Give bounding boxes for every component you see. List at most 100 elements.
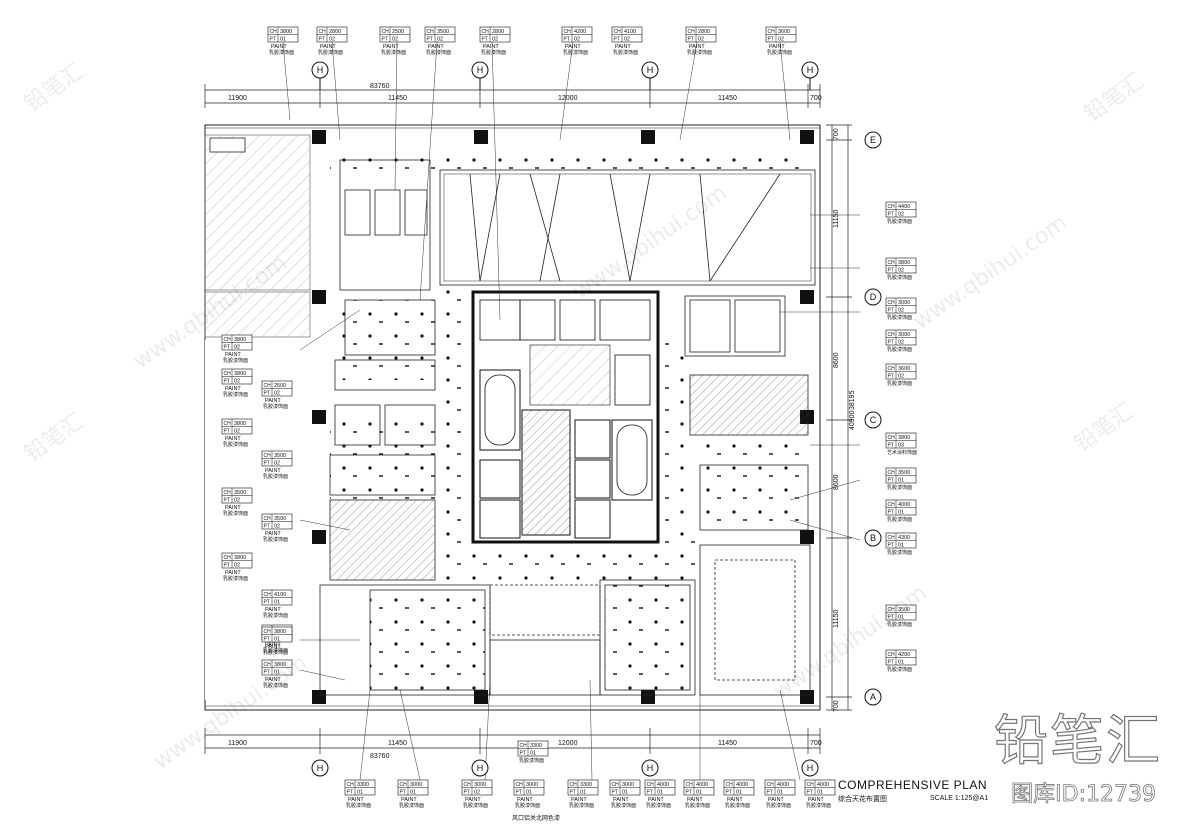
tag-field-label: CH [224, 337, 232, 343]
tag-paint-code: 02 [778, 37, 784, 43]
tag-finish: PAINT [271, 44, 287, 50]
tag-field-label: CH [270, 29, 278, 35]
dim-span-top: 11900 [228, 95, 247, 102]
grid-axis-bottom-labels: H H H H [317, 763, 814, 773]
tag-finish: PAINT [348, 797, 364, 803]
tag-field-label: CH [807, 782, 815, 788]
tag-field-label: CH [888, 204, 896, 210]
tag-ceiling-height: 2800 [492, 29, 504, 35]
dim-span-bottom: 12000 [558, 740, 578, 747]
tag-ceiling-height: 4000 [696, 782, 708, 788]
tag-finish-cn: 乳胶漆饰面 [887, 516, 912, 523]
tag-paint-code: 01 [526, 790, 532, 796]
tag-field-label: CH [482, 29, 490, 35]
tag-field-label: CH [888, 652, 896, 658]
tag-finish-cn: 乳胶漆饰面 [269, 49, 294, 56]
grid-label-top: H [477, 65, 484, 75]
grid-label-bottom: H [317, 763, 324, 773]
tag-field-label: CH [888, 435, 896, 441]
tag-finish-cn: 乳胶漆饰面 [399, 802, 424, 809]
rooms-bottom [319, 579, 696, 696]
tag-field-label: PT [688, 37, 694, 43]
tag-field-label: PT [888, 543, 894, 549]
tag-paint-code: 02 [898, 374, 904, 380]
tag-finish-cn: 乳胶漆饰面 [519, 757, 544, 764]
tag-finish: PAINT [615, 44, 631, 50]
tag-paint-code: 02 [437, 37, 443, 43]
tag-ceiling-height: 3300 [357, 782, 369, 788]
dim-sub-right: 38195 [849, 390, 856, 410]
tag-ceiling-height: 3500 [898, 607, 910, 613]
tag-finish: PAINT [687, 797, 703, 803]
tag-finish-cn: 乳胶漆饰面 [481, 49, 506, 56]
tag-field-label: CH [319, 29, 327, 35]
tag-field-label: CH [888, 502, 896, 508]
tag-field-label: PT [270, 37, 276, 43]
tag-finish-cn: 乳胶漆饰面 [887, 666, 912, 673]
tag-finish-cn: 乳胶漆饰面 [263, 536, 288, 543]
dim-span-top: 12000 [558, 95, 578, 102]
dim-span-top: 11450 [388, 95, 407, 102]
tag-paint-code: 01 [736, 790, 742, 796]
tag-field-label: PT [224, 498, 230, 504]
tag-paint-code: 02 [234, 498, 240, 504]
tag-finish-cn: 乳胶漆饰面 [346, 802, 371, 809]
tag-paint-code: 01 [274, 600, 280, 606]
tag-field-label: PT [888, 615, 894, 621]
tag-field-label: PT [264, 391, 270, 397]
tag-finish: PAINT [465, 797, 481, 803]
tag-finish-cn: 乳胶漆饰面 [223, 357, 248, 364]
tag-field-label: CH [264, 516, 272, 522]
watermark-brand-large: 铅笔汇 [993, 708, 1162, 772]
tag-finish: PAINT [265, 531, 281, 537]
tag-field-label: CH [888, 535, 896, 541]
tag-paint-code: 02 [329, 37, 335, 43]
tag-finish: PAINT [265, 398, 281, 404]
tag-ceiling-height: 3500 [274, 516, 286, 522]
tag-ceiling-height: 4400 [898, 204, 910, 210]
dim-span-right: 700 [833, 128, 840, 140]
tag-field-label: PT [224, 563, 230, 569]
tag-ceiling-height: 4000 [898, 502, 910, 508]
tag-finish-cn: 乳胶漆饰面 [263, 403, 288, 410]
dim-span-top: 11450 [718, 95, 737, 102]
tag-field-label: CH [400, 782, 408, 788]
atrium-ceiling [439, 169, 816, 286]
tag-ceiling-height: 4100 [624, 29, 636, 35]
tag-field-label: PT [264, 524, 270, 530]
tag-finish-cn: 乳胶漆饰面 [611, 802, 636, 809]
grid-label-right: C [870, 415, 877, 425]
grid-label-bottom: H [477, 763, 484, 773]
tag-finish-cn: 乳胶漆饰面 [263, 647, 288, 654]
tag-finish-cn: 乳胶漆饰面 [569, 802, 594, 809]
dim-span-right: 8600 [833, 352, 840, 368]
tag-field-label: CH [427, 29, 435, 35]
tag-field-label: CH [264, 383, 272, 389]
grid-label-bottom: H [807, 763, 814, 773]
tag-finish-cn: 乳胶漆饰面 [263, 473, 288, 480]
tag-field-label: PT [768, 37, 774, 43]
tag-finish: PAINT [265, 644, 281, 650]
tag-field-label: PT [464, 790, 470, 796]
tag-field-label: PT [224, 429, 230, 435]
tag-field-label: CH [688, 29, 696, 35]
tag-ceiling-height: 3800 [234, 421, 246, 427]
tag-field-label: PT [888, 308, 894, 314]
tag-finish-cn: 乳胶漆饰面 [767, 49, 792, 56]
drawing-title: COMPREHENSIVE PLAN [838, 778, 988, 792]
building-outline [204, 124, 821, 711]
